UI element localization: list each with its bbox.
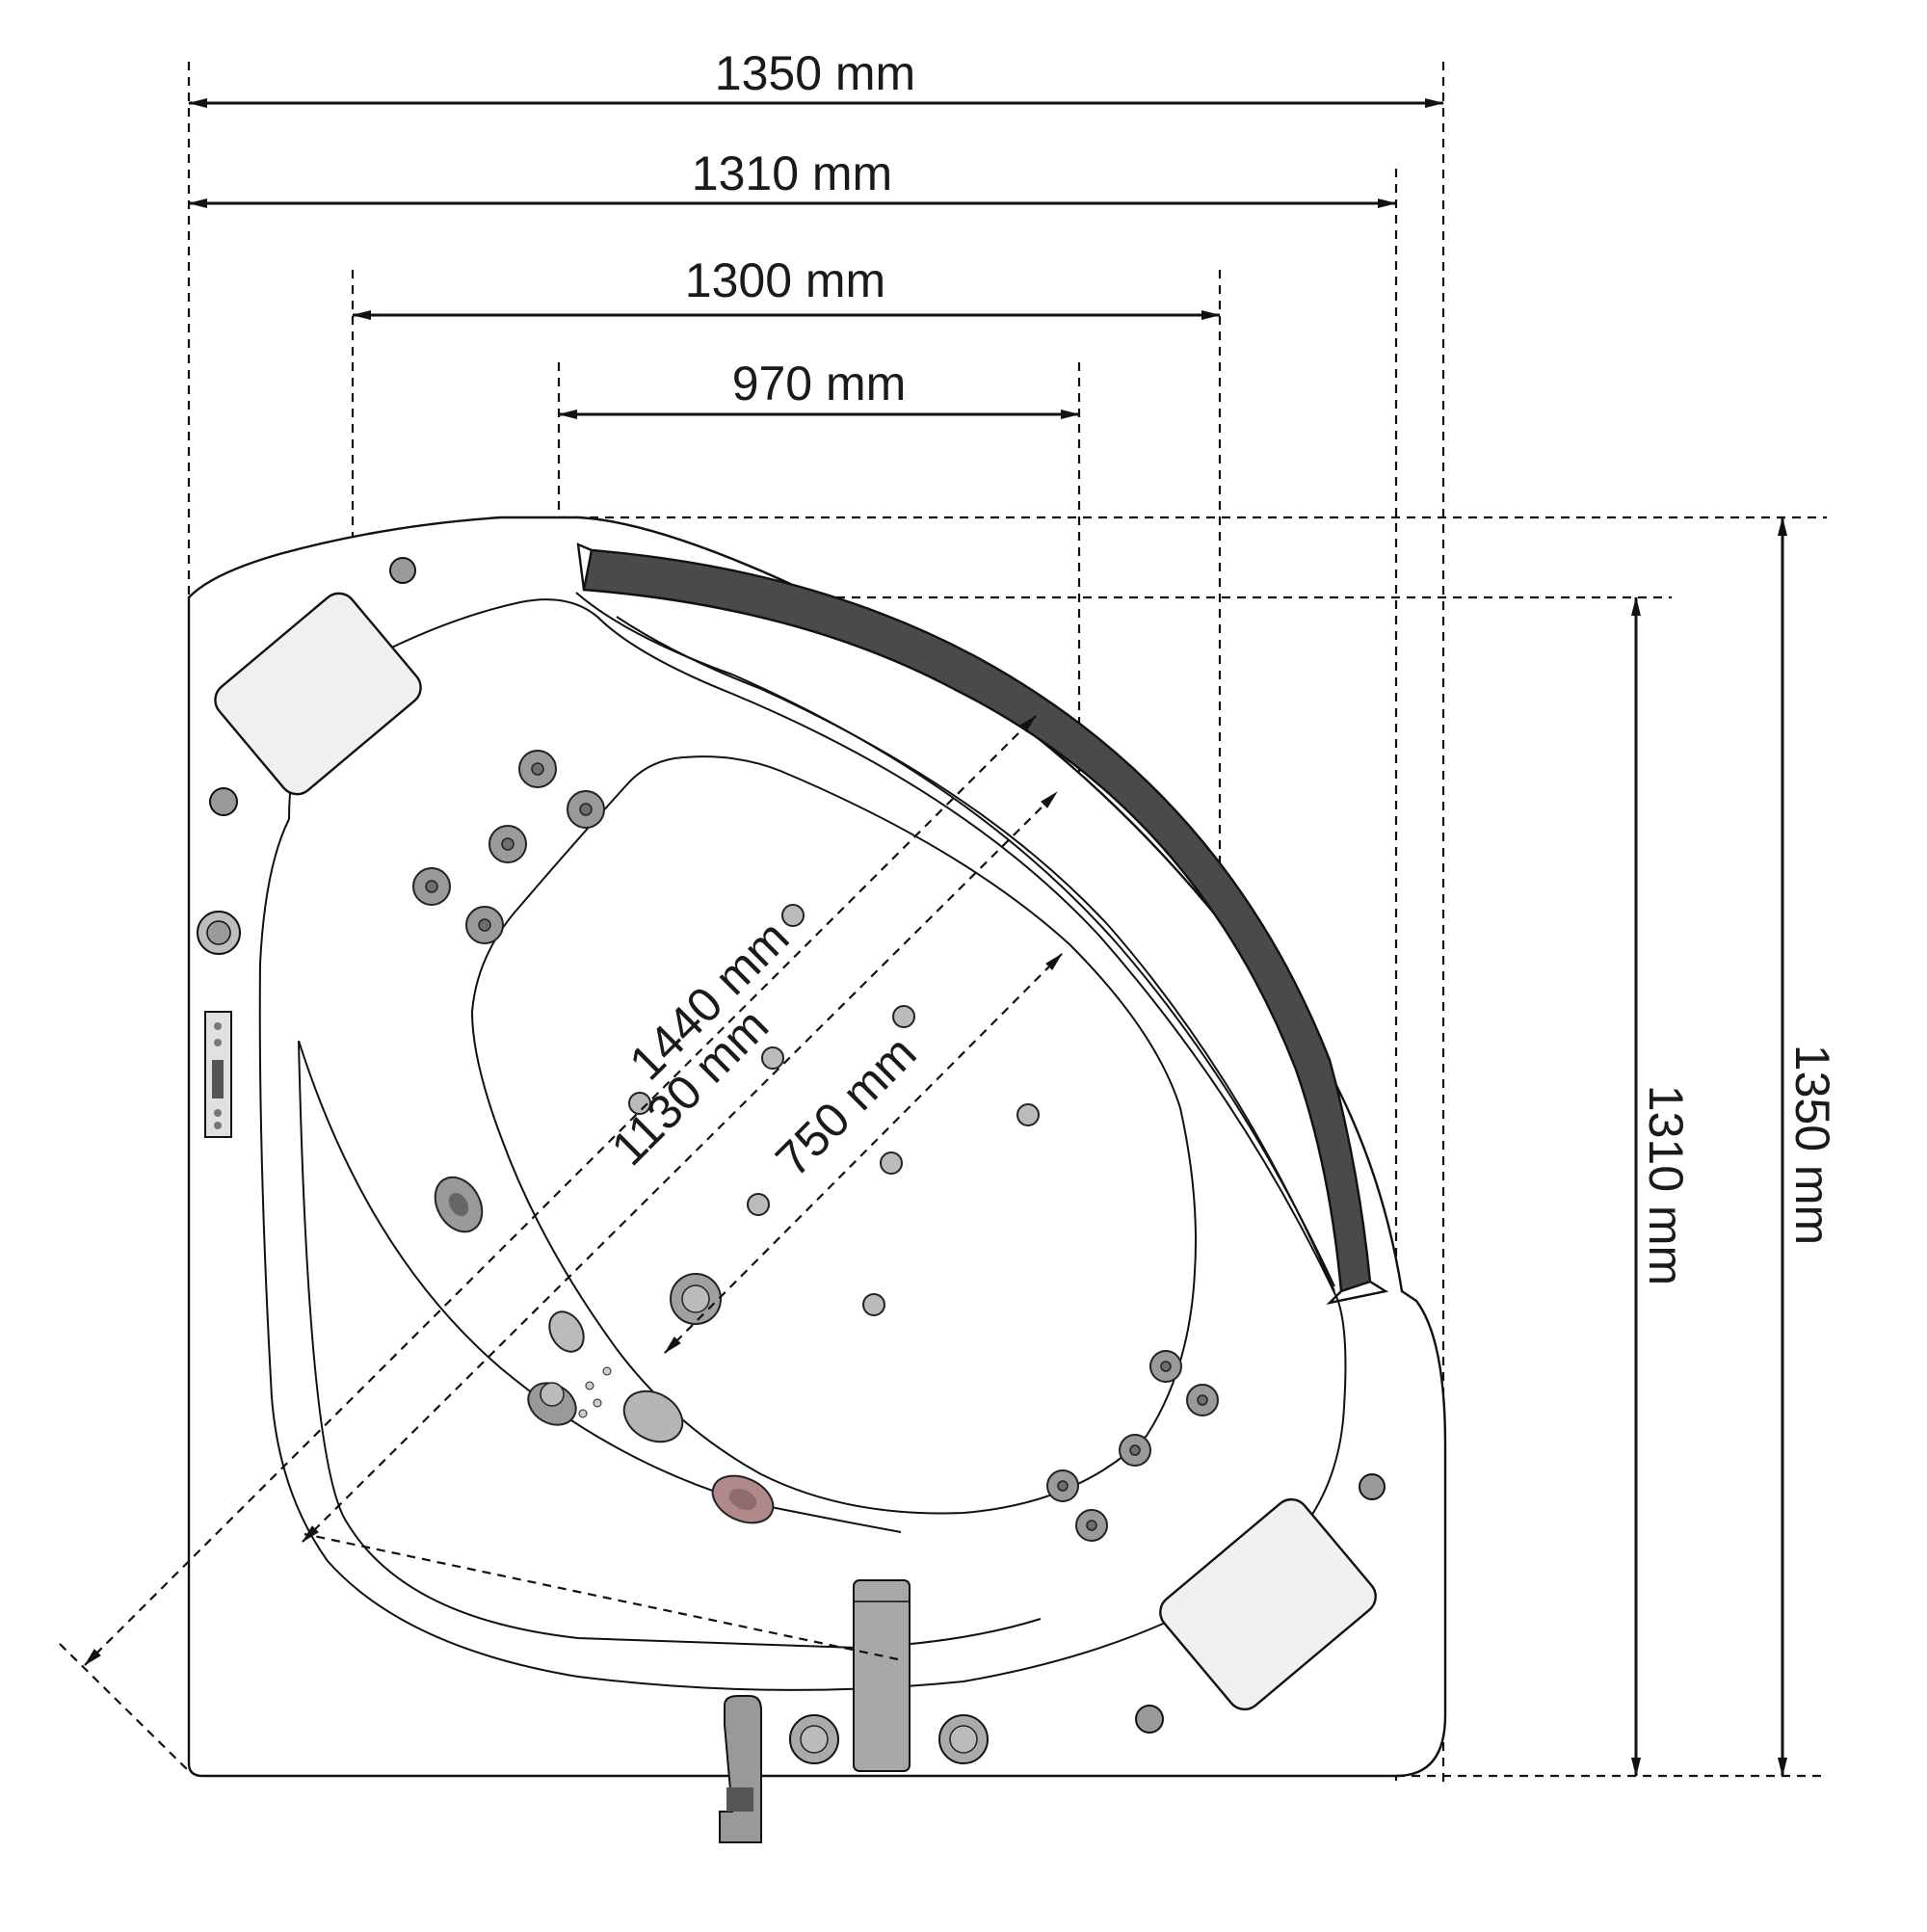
handrail [582, 548, 1372, 1293]
air-jet-icon [747, 1193, 770, 1216]
hydromassage-jet-icon [1119, 1434, 1151, 1467]
hydromassage-jet-icon [518, 750, 557, 788]
headrest-pillow-icon [1159, 1497, 1377, 1711]
pillow-pin-icon [389, 557, 416, 584]
label-1300-top: 1300 mm [685, 253, 885, 307]
faucet-spout-icon [853, 1579, 911, 1772]
hydromassage-jet-icon [1075, 1509, 1108, 1542]
air-jet-icon [862, 1293, 885, 1316]
handrail-end-right [1326, 1280, 1389, 1305]
hydromassage-jet-icon [567, 790, 605, 829]
label-1310-top: 1310 mm [692, 146, 892, 200]
dimension-lines [84, 98, 1787, 1777]
label-1350-top: 1350 mm [715, 46, 915, 100]
hydromassage-jet-icon [1186, 1384, 1219, 1416]
air-jet-icon [761, 1046, 784, 1070]
headrest-right [1135, 1473, 1386, 1734]
hydromassage-jet-icon [488, 825, 527, 863]
air-jet-icon [781, 904, 805, 927]
pillow-pin-icon [1359, 1473, 1386, 1500]
air-jet-icon [1016, 1103, 1040, 1126]
hydromassage-jet-icon [1046, 1469, 1079, 1502]
air-jet-icon [892, 1005, 915, 1028]
hydromassage-jet-icon [412, 867, 451, 906]
dimline-750-diag [664, 953, 1063, 1354]
pillow-pin-icon [1135, 1705, 1164, 1734]
seat-reference-line [304, 1532, 899, 1661]
air-jet-icon [880, 1151, 903, 1175]
label-970-top: 970 mm [732, 357, 907, 410]
dimline-1440-diag [84, 715, 1037, 1666]
hydromassage-jet-icon [1149, 1350, 1182, 1383]
label-1310-right: 1310 mm [1639, 1085, 1693, 1285]
handrail-end-left [576, 543, 593, 591]
hydromassage-jet-icon [465, 906, 504, 944]
label-1350-right: 1350 mm [1785, 1045, 1839, 1245]
pillow-pin-icon [209, 787, 238, 816]
